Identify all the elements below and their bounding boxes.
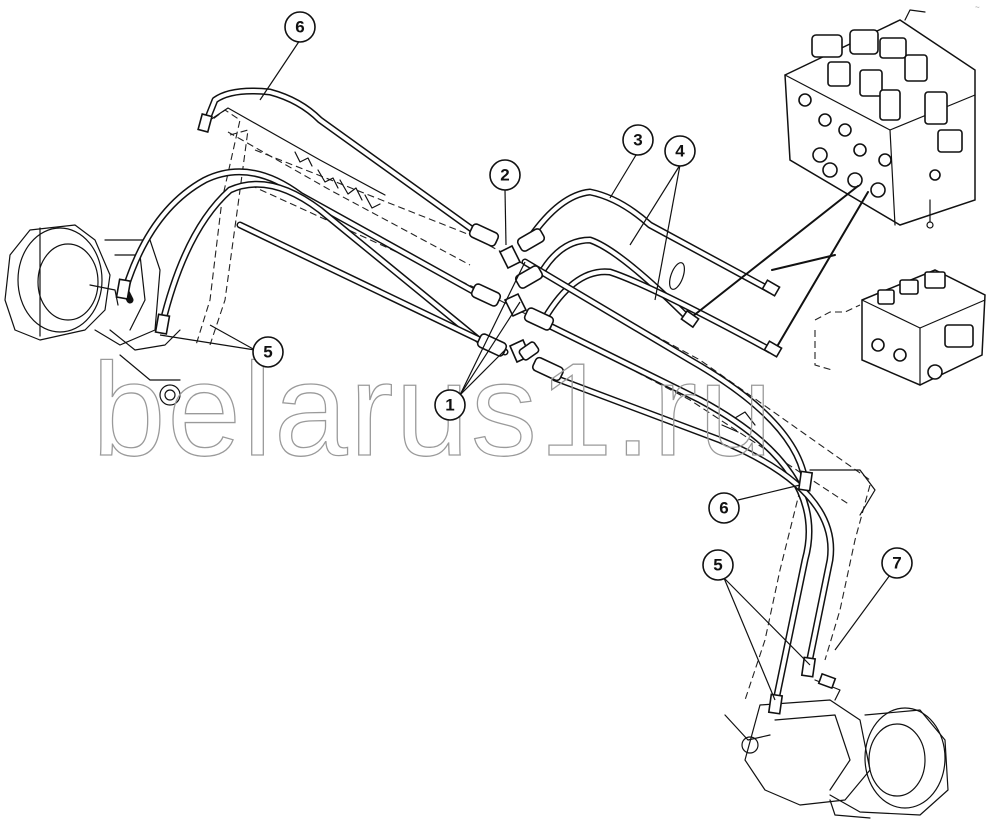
callout-2: 2	[489, 159, 521, 191]
hydraulic-cylinder-left	[4, 224, 181, 406]
hydraulic-cylinder-right	[741, 672, 949, 819]
callout-label: 6	[719, 499, 728, 518]
callout-label: 5	[263, 343, 272, 362]
callout-label: 5	[713, 556, 722, 575]
callout-5-right: 5	[702, 549, 734, 581]
callout-label: 6	[295, 18, 304, 37]
callout-label: 3	[633, 131, 642, 150]
callout-label: 4	[675, 142, 685, 161]
corner-mark: ~	[975, 3, 980, 12]
callout-label: 2	[500, 166, 509, 185]
callout-6-bottom: 6	[708, 492, 740, 524]
hydraulic-distributor-main	[784, 9, 976, 229]
callout-7: 7	[881, 547, 913, 579]
hydraulic-distributor-aux	[814, 269, 986, 386]
callout-label: 1	[445, 396, 454, 415]
watermark-text: belarus1.ru	[92, 336, 774, 483]
callout-3: 3	[622, 124, 654, 156]
callout-5-left: 5	[252, 336, 284, 368]
callout-6-top: 6	[284, 11, 316, 43]
callout-1: 1	[434, 389, 466, 421]
callout-label: 7	[892, 554, 901, 573]
hydraulic-hoses	[115, 87, 869, 715]
callout-4: 4	[664, 135, 696, 167]
leader-lines	[159, 39, 891, 701]
